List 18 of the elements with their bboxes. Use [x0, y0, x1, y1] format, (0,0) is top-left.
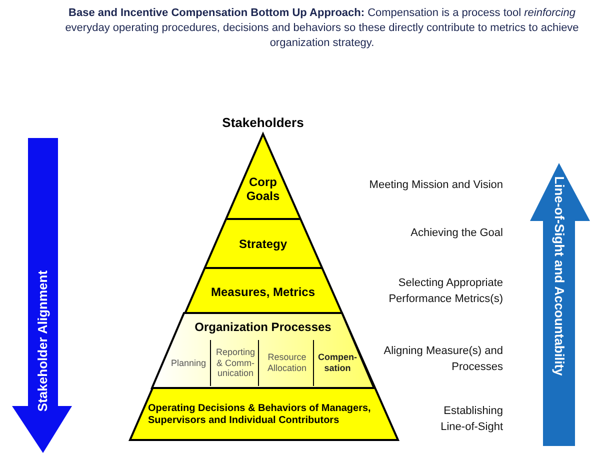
process-label: Resource Allocation: [266, 351, 308, 375]
process-label: Planning: [170, 356, 208, 370]
level-label: Operating Decisions & Behaviors of Managers, Supervisors and Individual Contributors: [148, 402, 372, 428]
level-description: Establishing Line-of-Sight: [440, 404, 503, 435]
level-description: Achieving the Goal: [410, 226, 503, 241]
title: Base and Incentive Compensation Bottom Up Approach: Compensation is a process tool reinforcing everyday operating procedures, decisions and behaviors so these directly contribute to metrics to achieve organization strategy.: [64, 6, 580, 51]
process-label: Compen- sation: [317, 351, 358, 375]
level-label: Measures, Metrics: [210, 284, 316, 301]
level-label: Corp Goals: [245, 174, 281, 205]
band-heading: Organization Processes: [194, 318, 332, 336]
process-label: Reporting & Comm- unication: [214, 346, 256, 380]
level-description: Meeting Mission and Vision: [368, 178, 503, 193]
level-description: Aligning Measure(s) and Processes: [382, 344, 503, 375]
arrow-label: Line-of-Sight and Accountability: [550, 175, 568, 378]
level-label: Strategy: [238, 236, 288, 253]
arrow-label: Stakeholder Alignment: [34, 269, 52, 414]
level-description: Selecting Appropriate Performance Metrics(s): [388, 276, 503, 307]
pyramid-heading: Stakeholders: [221, 114, 305, 132]
